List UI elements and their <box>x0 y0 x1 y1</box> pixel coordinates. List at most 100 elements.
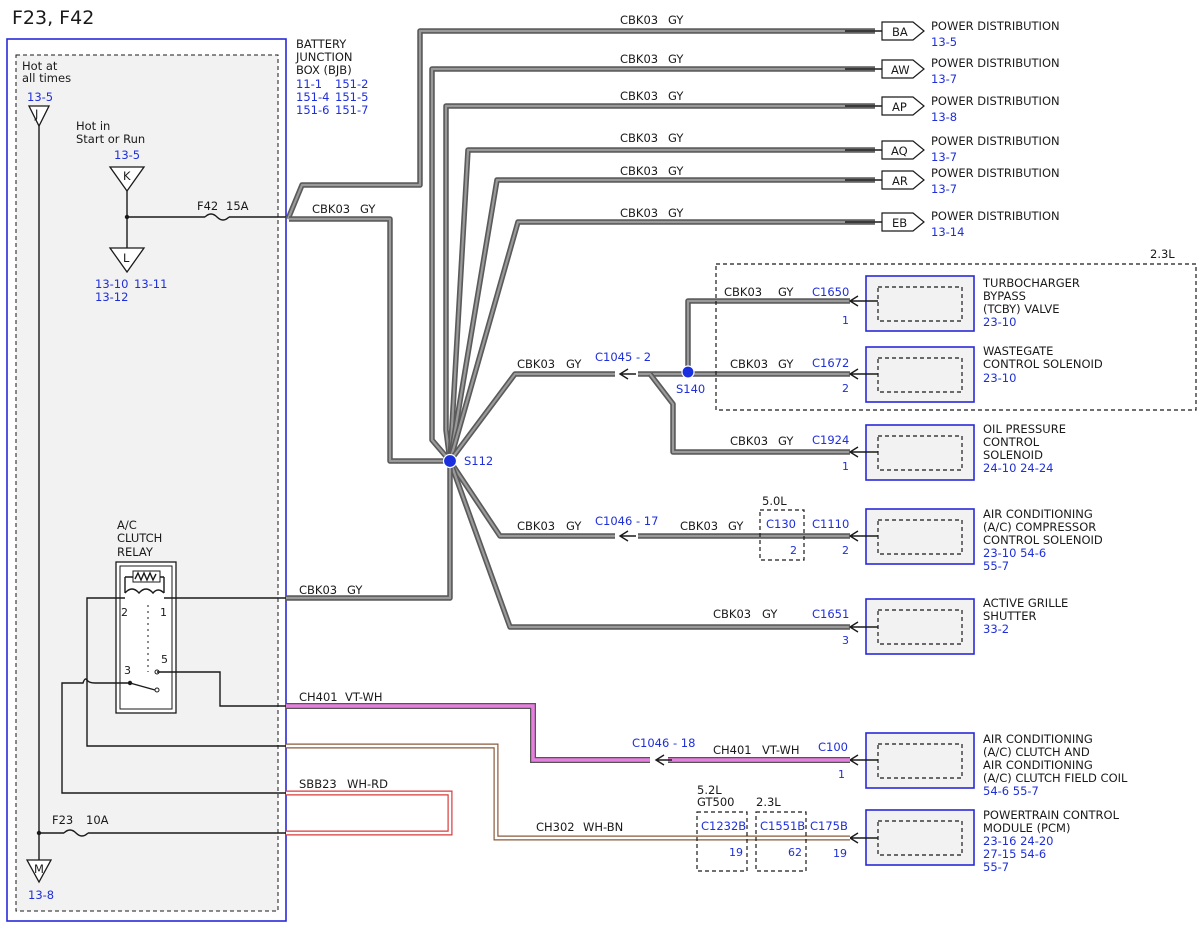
splice-s112-label: S112 <box>464 454 493 468</box>
wastegate-connector: C1672 <box>812 356 849 370</box>
pcm-ref-1: 23-16 24-20 <box>983 834 1054 848</box>
ac-clutch-name-2: (A/C) CLUTCH AND <box>983 745 1090 759</box>
c1551b-variant-box <box>755 811 807 872</box>
pd-aq-terminal-icon <box>881 140 925 160</box>
relay-pin-5: 5 <box>161 653 168 666</box>
ref-m: 13-8 <box>28 888 54 902</box>
pd-terminals <box>845 21 925 232</box>
relay-label-1: A/C <box>117 518 137 532</box>
wire-ar-name: CBK03 <box>620 164 658 178</box>
grille-name-2: SHUTTER <box>983 609 1036 623</box>
wire-ba-color: GY <box>668 13 684 27</box>
relay-contact-no <box>154 687 160 693</box>
pcm-pin: 19 <box>833 847 847 860</box>
ac-comp-pin: 2 <box>842 544 849 557</box>
wire-eb-color: GY <box>668 206 684 220</box>
ac-compressor-box <box>865 508 975 565</box>
wire-bjb-color: GY <box>360 202 376 216</box>
tcby-name-3: (TCBY) VALVE <box>983 302 1060 316</box>
wastegate-ref: 23-10 <box>983 371 1016 385</box>
fuse-f23-amp: 10A <box>86 813 109 827</box>
c130-variant-box <box>759 509 805 561</box>
ch302-wire <box>286 743 850 841</box>
c1232b-variant-box <box>696 811 748 872</box>
ac-clutch-name-3: AIR CONDITIONING <box>983 758 1093 772</box>
tcby-name-1: TURBOCHARGER <box>982 276 1080 290</box>
pd-ba-ref: 13-5 <box>931 35 957 49</box>
wire-sbb23-name: SBB23 <box>299 777 337 791</box>
ac-comp-ref-1: 23-10 54-6 <box>983 546 1046 560</box>
wastegate-name-2: CONTROL SOLENOID <box>983 357 1103 371</box>
c1551b-label: C1551B <box>760 819 805 833</box>
tcby-valve-box <box>865 275 975 332</box>
pd-ba-code: BA <box>892 25 908 39</box>
ac-clutch-name-1: AIR CONDITIONING <box>983 732 1093 746</box>
component-boxes <box>865 275 975 866</box>
fuse-f23-label: F23 <box>52 813 73 827</box>
inline-c1045-label: C1045 - 2 <box>595 350 651 364</box>
pd-ba-terminal-icon <box>881 21 925 41</box>
wire-oil-name: CBK03 <box>730 434 768 448</box>
pd-aq-code: AQ <box>891 144 908 158</box>
pd-aw-terminal-icon <box>881 59 925 79</box>
pcm-box <box>865 809 975 866</box>
terminal-l-icon <box>108 247 146 274</box>
pd-ar-label: POWER DISTRIBUTION <box>931 166 1060 180</box>
bjb-ref-3: 151-4 <box>296 90 329 104</box>
pd-ba-label: POWER DISTRIBUTION <box>931 19 1060 33</box>
pcm-connector: C175B <box>810 819 848 833</box>
wastegate-pin: 2 <box>842 382 849 395</box>
relay-label-3: RELAY <box>117 545 154 559</box>
wire-wastegate-name: CBK03 <box>730 357 768 371</box>
wire-relay-color: GY <box>347 583 363 597</box>
wire-sbb23-color: WH-RD <box>347 777 388 791</box>
tcby-ref: 23-10 <box>983 315 1016 329</box>
wire-ac-comp-color: GY <box>728 519 744 533</box>
pcm-name-2: MODULE (PCM) <box>983 821 1070 835</box>
oil-name-3: SOLENOID <box>983 448 1043 462</box>
pd-ap-ref: 13-8 <box>931 110 957 124</box>
wire-oil-color: GY <box>778 434 794 448</box>
ref-j: 13-5 <box>27 90 53 104</box>
wire-ch401-color-2: VT-WH <box>762 743 800 757</box>
terminal-k-label: K <box>123 169 131 183</box>
terminal-j-icon <box>27 105 51 128</box>
pd-ap-code: AP <box>892 100 907 114</box>
bjb-ref-6: 151-7 <box>335 103 368 117</box>
fuse-f42-amp: 15A <box>226 199 249 213</box>
wire-tcby-color: GY <box>778 285 794 299</box>
oil-pressure-box <box>865 424 975 481</box>
bjb-ref-4: 151-5 <box>335 90 368 104</box>
wire-c1046-name: CBK03 <box>517 519 555 533</box>
pcm-name-1: POWERTRAIN CONTROL <box>983 808 1120 822</box>
c130-pin: 2 <box>790 544 797 557</box>
variant-gt500-label: GT500 <box>697 795 734 809</box>
pd-ar-ref: 13-7 <box>931 182 957 196</box>
c1551b-pin: 62 <box>788 846 802 859</box>
ac-comp-name-3: CONTROL SOLENOID <box>983 533 1103 547</box>
inline-c1046-17-arrow-icon <box>618 530 636 542</box>
wire-wastegate-color: GY <box>778 357 794 371</box>
terminal-m-label: M <box>34 862 44 876</box>
c1232b-pin: 19 <box>729 846 743 859</box>
oil-pin: 1 <box>842 460 849 473</box>
pd-eb-terminal-icon <box>881 212 925 232</box>
ref-l-1: 13-10 <box>95 277 128 291</box>
ch401-wire <box>286 703 850 766</box>
pd-aw-label: POWER DISTRIBUTION <box>931 56 1060 70</box>
c1232b-label: C1232B <box>701 819 746 833</box>
wire-ch302-color: WH-BN <box>583 820 623 834</box>
ac-comp-name-1: AIR CONDITIONING <box>983 507 1093 521</box>
c130-label: C130 <box>766 517 796 531</box>
pd-ap-label: POWER DISTRIBUTION <box>931 94 1060 108</box>
wire-eb-name: CBK03 <box>620 206 658 220</box>
ac-comp-connector: C1110 <box>812 517 849 531</box>
tcby-name-2: BYPASS <box>983 289 1026 303</box>
terminal-l-label: L <box>123 251 130 265</box>
pd-aq-label: POWER DISTRIBUTION <box>931 134 1060 148</box>
wire-ar-color: GY <box>668 164 684 178</box>
ref-l-3: 13-12 <box>95 290 128 304</box>
wire-ac-comp-name: CBK03 <box>680 519 718 533</box>
wire-aw-color: GY <box>668 52 684 66</box>
bjb-ref-1: 11-1 <box>296 77 322 91</box>
